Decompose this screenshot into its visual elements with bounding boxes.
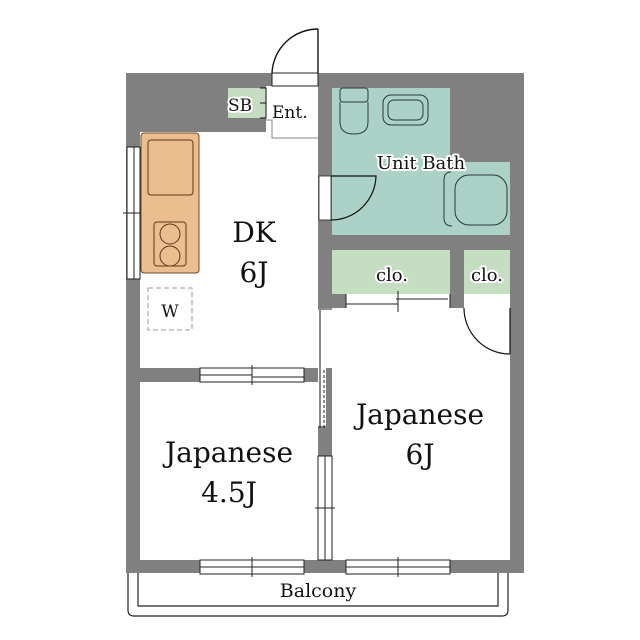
dk-label: DK <box>232 216 276 249</box>
closet-right-label: clo. <box>471 265 503 286</box>
entrance-label: Ent. <box>272 103 308 123</box>
japanese-left-size-label: 4.5J <box>201 476 257 509</box>
kitchen-counter <box>140 132 200 274</box>
bath-door[interactable] <box>318 175 377 221</box>
japanese-right-floor <box>332 308 510 560</box>
dk-size-label: 6J <box>239 256 268 289</box>
japanese-left-floor <box>140 382 318 560</box>
stove-icon <box>153 221 187 267</box>
door-hall-japanese-right[interactable] <box>318 308 332 428</box>
shoebox-label: SB <box>228 96 252 116</box>
window-balcony-right[interactable] <box>345 557 451 577</box>
toilet-icon <box>339 87 369 135</box>
windows <box>123 146 451 577</box>
window-dk-left[interactable] <box>123 146 141 280</box>
shoe-box <box>228 87 267 119</box>
sink-icon <box>382 94 429 126</box>
window-balcony-left[interactable] <box>199 557 305 577</box>
unit-bath <box>332 87 510 235</box>
labels: SB Ent. Unit Bath DK 6J W clo. clo. Japa… <box>161 94 505 602</box>
sliding-door-closet-left[interactable] <box>345 291 451 312</box>
washer-label: W <box>161 302 179 322</box>
balcony-label: Balcony <box>280 580 357 602</box>
closet-left <box>332 250 450 294</box>
japanese-right-label: Japanese <box>353 398 484 431</box>
bath-label: Unit Bath <box>377 153 466 174</box>
japanese-left-label: Japanese <box>162 436 293 469</box>
closet-left-label: clo. <box>376 265 408 286</box>
bathtub-icon <box>443 171 508 227</box>
entrance-door[interactable] <box>266 28 319 139</box>
sliding-door-japanese-rooms[interactable] <box>315 455 335 561</box>
kitchen-sink-icon <box>147 139 194 196</box>
closet-right <box>464 250 510 308</box>
sliding-door-dk-japanese-left[interactable] <box>199 365 305 385</box>
balcony <box>127 572 509 617</box>
washer-space <box>147 287 193 331</box>
japanese-right-size-label: 6J <box>405 438 434 471</box>
entrance-floor <box>266 86 318 138</box>
closet-right-door[interactable] <box>463 307 511 355</box>
